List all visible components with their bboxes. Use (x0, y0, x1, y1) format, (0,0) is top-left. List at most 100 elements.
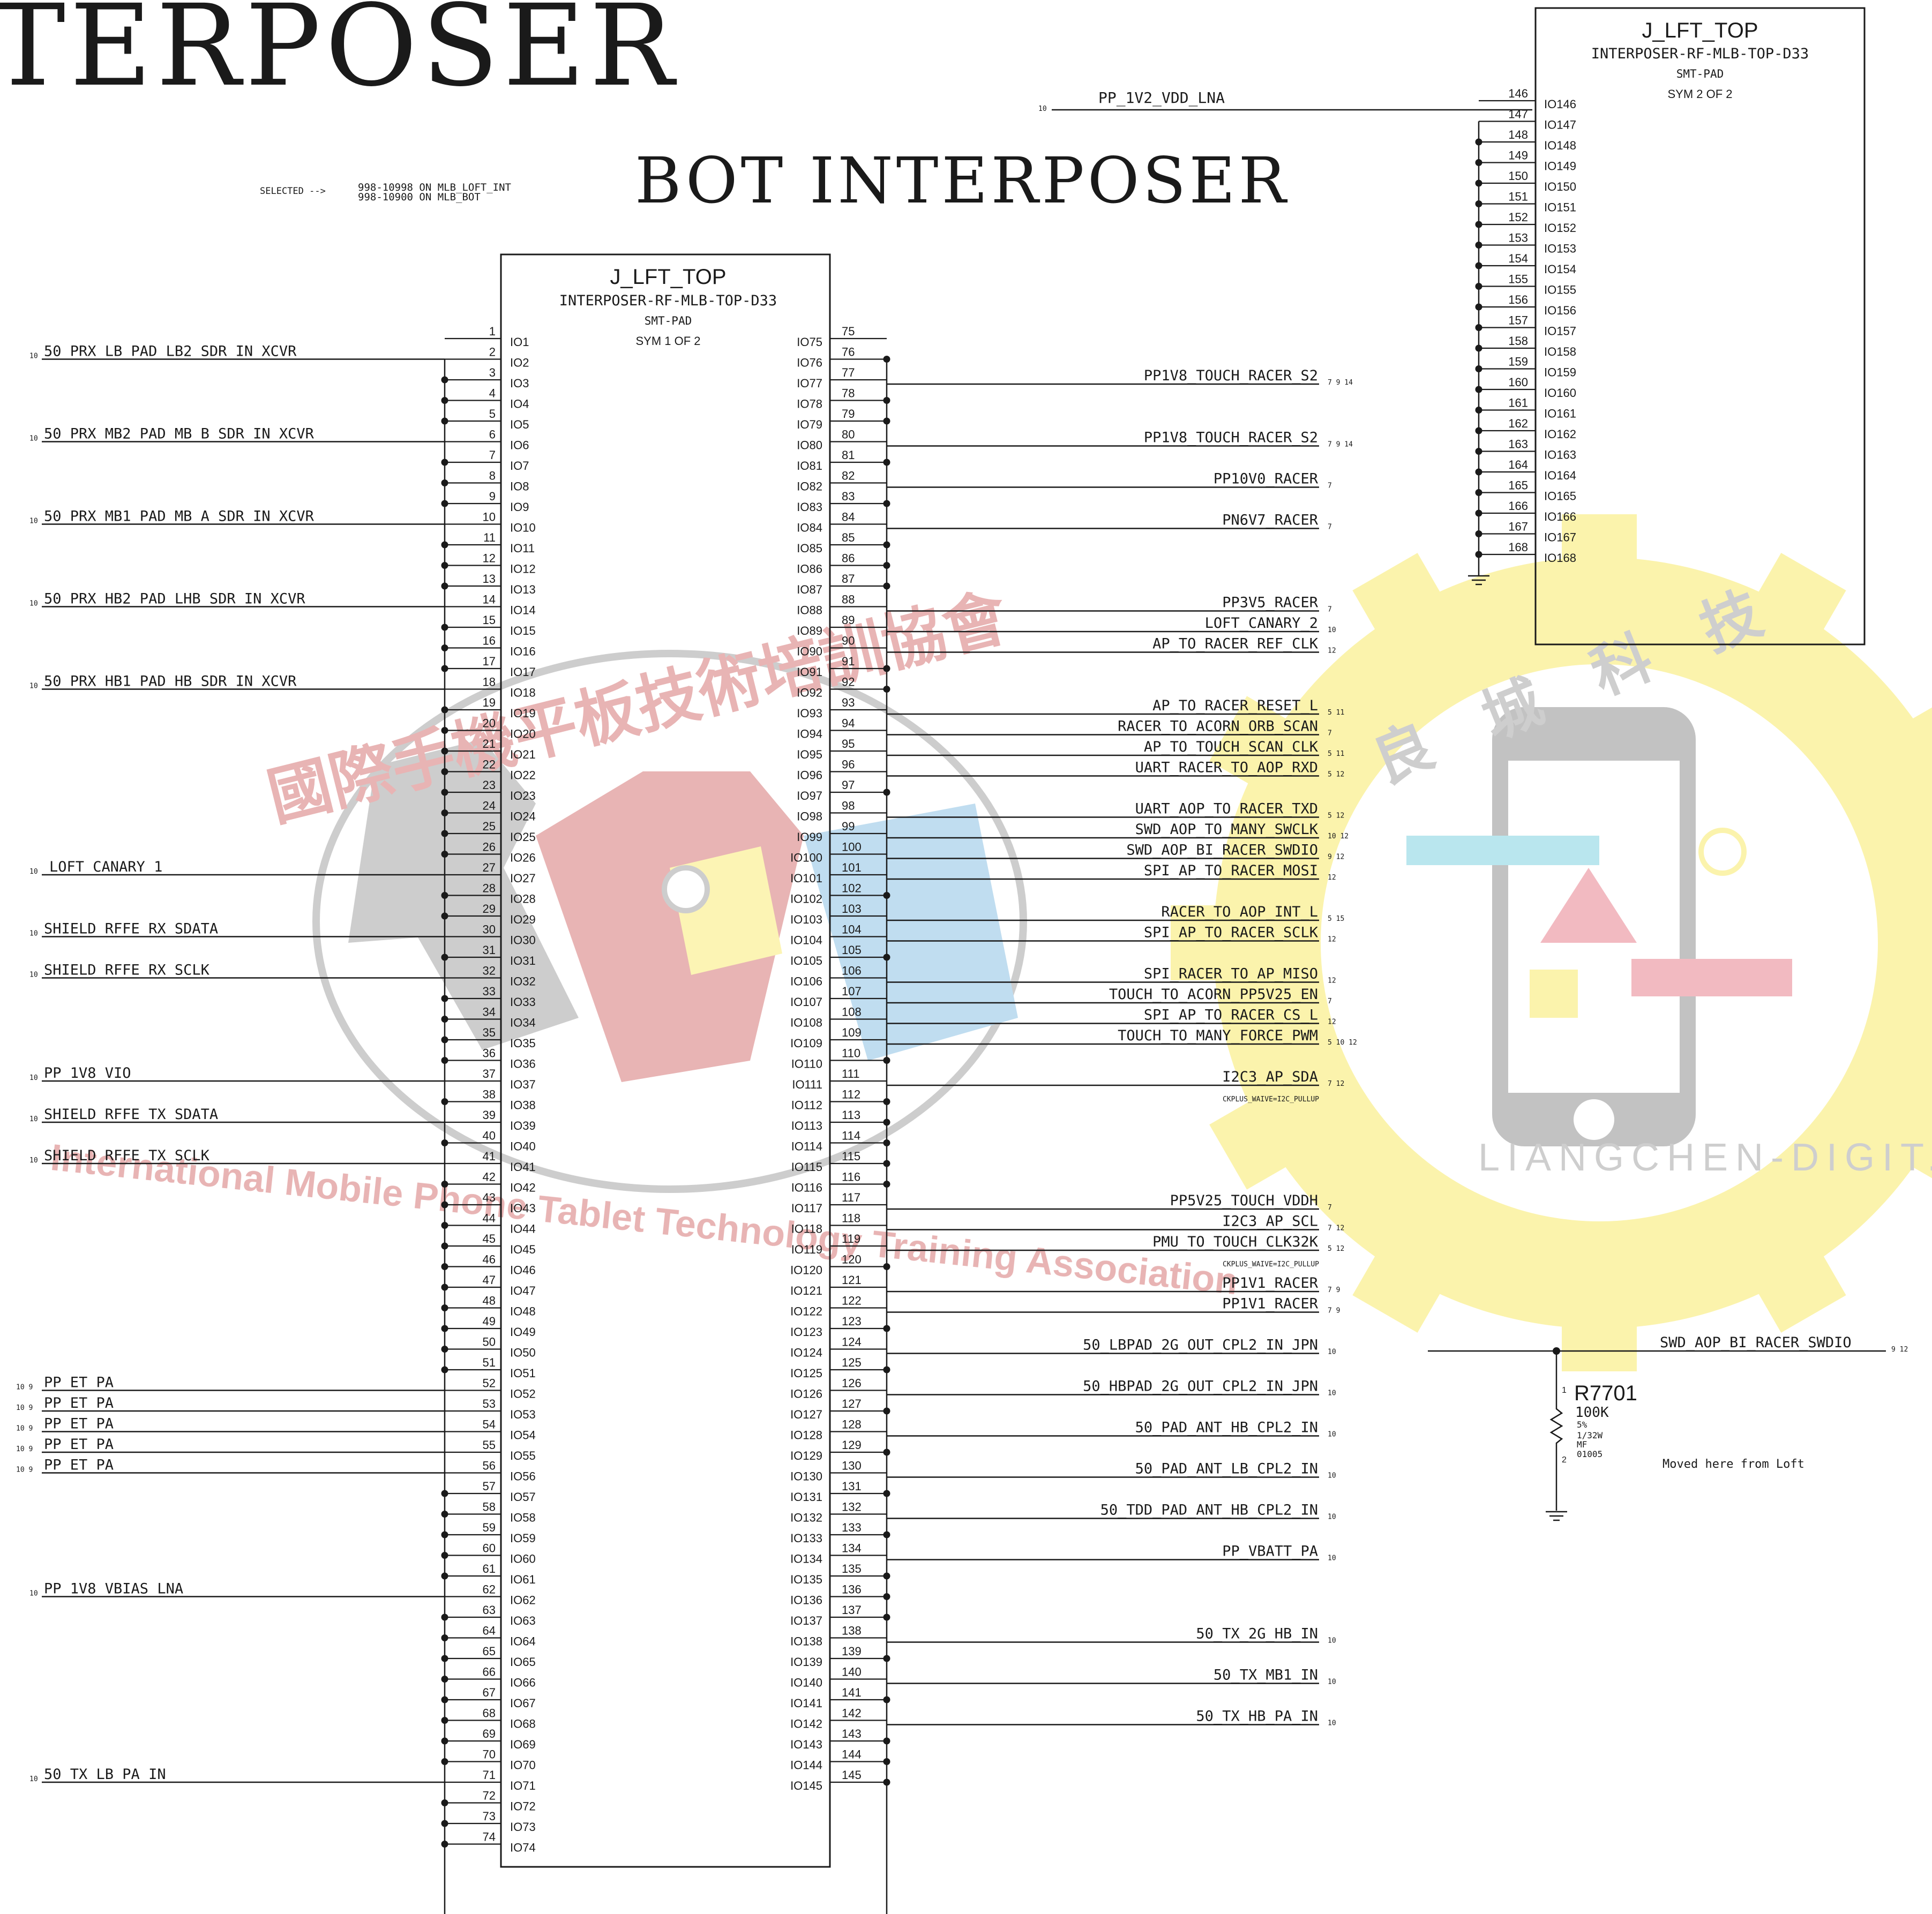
net-label-left-41[interactable]: SHIELD_RFFE_TX_SCLK (44, 1147, 210, 1164)
net-label-right-103[interactable]: RACER_TO_AOP_INT_L (1161, 904, 1318, 920)
net-label-left-32[interactable]: SHIELD_RFFE_RX_SCLK (44, 962, 210, 979)
pin-name-io84: IO84 (797, 521, 822, 535)
net-label-right-140[interactable]: 50_TX_MB1_IN (1214, 1667, 1318, 1684)
net-label-right-82[interactable]: PP10V0_RACER (1214, 471, 1319, 487)
pin-name-io64: IO64 (510, 1635, 536, 1648)
net-label-right-94[interactable]: RACER_TO_ACORN_ORB_SCAN (1118, 718, 1318, 735)
net-label-right-106[interactable]: SPI_RACER_TO_AP_MISO (1144, 966, 1318, 982)
gnd-dot-144 (883, 1758, 890, 1765)
net-label-right-118[interactable]: I2C3_AP_SCL (1222, 1213, 1318, 1230)
net-label-left-37[interactable]: PP_1V8_VIO (44, 1065, 131, 1082)
net-label-right-128[interactable]: 50_PAD_ANT_HB_CPL2_IN (1135, 1420, 1318, 1436)
net-label-right-124[interactable]: 50_LBPAD_2G_OUT_CPL2_IN_JPN (1083, 1337, 1318, 1354)
connector-symbol-2[interactable]: J_LFT_TOP INTERPOSER-RF-MLB-TOP-D33 SMT-… (1038, 7, 1866, 645)
net-label-right-104[interactable]: SPI_AP_TO_RACER_SCLK (1144, 925, 1319, 941)
net-label-right-88[interactable]: PP3V5_RACER (1222, 595, 1319, 611)
net-label-left-18[interactable]: 50_PRX_HB1_PAD_HB_SDR_IN_XCVR (44, 673, 297, 690)
net-label-right-130[interactable]: 50_PAD_ANT_LB_CPL2_IN (1135, 1461, 1318, 1477)
pin-name-io82: IO82 (797, 480, 822, 493)
net-label-pp-1v2-vdd-lna[interactable]: PP_1V2_VDD_LNA (1098, 89, 1225, 107)
net-label-right-138[interactable]: 50_TX_2G_HB_IN (1196, 1626, 1318, 1642)
symbol-1-pins[interactable]: 1IO12IO23IO34IO45IO56IO67IO78IO89IO910IO… (441, 325, 890, 1914)
net-ref-left-62: 10 (29, 1590, 38, 1598)
net-label-right-99[interactable]: SWD_AOP_TO_MANY_SWCLK (1135, 821, 1319, 838)
net-label-right-93[interactable]: AP_TO_RACER_RESET_L (1152, 697, 1318, 714)
net-ref-right-128: 10 (1328, 1431, 1336, 1439)
connector-symbol-1[interactable]: J_LFT_TOP INTERPOSER-RF-MLB-TOP-D33 SMT-… (16, 253, 1357, 1914)
net-label-right-111[interactable]: I2C3_AP_SDA (1222, 1069, 1318, 1085)
net-label-right-117[interactable]: PP5V25_TOUCH_VDDH (1170, 1192, 1318, 1209)
net-label-right-142[interactable]: 50_TX_HB_PA_IN (1196, 1708, 1318, 1725)
gnd-dot-28 (441, 892, 448, 899)
gnd-dot-20 (441, 727, 448, 734)
resistor-value: 100K (1575, 1405, 1609, 1421)
net-label-left-27[interactable]: LOFT_CANARY_1 (49, 859, 162, 875)
pin-name-io147: IO147 (1544, 118, 1576, 132)
net-label-left-30[interactable]: SHIELD_RFFE_RX_SDATA (44, 921, 218, 937)
net-label-left-2[interactable]: 50_PRX_LB_PAD_LB2_SDR_IN_XCVR (44, 343, 297, 360)
pin-number-83: 83 (842, 490, 855, 503)
pin-number-58: 58 (483, 1500, 496, 1514)
net-label-left-71[interactable]: 50_TX_LB_PA_IN (44, 1766, 166, 1783)
pin-number-106: 106 (842, 964, 862, 978)
pin-name-io102: IO102 (790, 892, 822, 906)
pin-name-io47: IO47 (510, 1284, 536, 1297)
net-label-right-95[interactable]: AP_TO_TOUCH_SCAN_CLK (1144, 739, 1319, 755)
pin-number-139: 139 (842, 1645, 862, 1658)
pin-name-io99: IO99 (797, 830, 822, 844)
net-label-left-53[interactable]: PP_ET_PA (44, 1395, 114, 1412)
net-label-left-6[interactable]: 50_PRX_MB2_PAD_MB_B_SDR_IN_XCVR (44, 426, 314, 442)
gnd-dot-69 (441, 1737, 448, 1745)
net-label-right-90[interactable]: AP_TO_RACER_REF_CLK (1152, 636, 1319, 652)
resistor-r7701[interactable]: SWD_AOP_BI_RACER_SWDIO 9 12 1 2 R7701 10… (1428, 1334, 1908, 1521)
gnd-dot-63 (441, 1613, 448, 1621)
symbol-2-body[interactable] (1534, 7, 1866, 645)
net-label-right-98[interactable]: UART_AOP_TO_RACER_TXD (1135, 801, 1318, 817)
pin-number-145: 145 (842, 1768, 862, 1782)
net-label-right-101[interactable]: SPI_AP_TO_RACER_MOSI (1144, 862, 1318, 879)
net-label-left-62[interactable]: PP_1V8_VBIAS_LNA (44, 1581, 183, 1597)
pin-number-126: 126 (842, 1377, 862, 1390)
net-ref-right-104: 12 (1328, 936, 1336, 944)
gnd-dot-8 (441, 479, 448, 486)
pin-name-io103: IO103 (790, 913, 822, 926)
net-label-left-52[interactable]: PP_ET_PA (44, 1375, 114, 1391)
pin-name-io56: IO56 (510, 1470, 536, 1483)
net-label-right-107[interactable]: TOUCH_TO_ACORN_PP5V25_EN (1109, 986, 1318, 1003)
net-label-left-54[interactable]: PP_ET_PA (44, 1416, 114, 1432)
net-label-right-109[interactable]: TOUCH_TO_MANY_FORCE_PWM (1118, 1027, 1318, 1044)
net-label-right-80[interactable]: PP1V8_TOUCH_RACER_S2 (1144, 430, 1318, 446)
pin-number-11: 11 (483, 531, 496, 544)
net-label-right-89[interactable]: LOFT_CANARY_2 (1205, 615, 1318, 632)
net-label-right-126[interactable]: 50_HBPAD_2G_OUT_CPL2_IN_JPN (1083, 1378, 1318, 1395)
resistor-body[interactable] (1549, 1351, 1563, 1511)
symbol-2-pins[interactable]: 146IO146147IO147148IO148149IO149150IO150… (1475, 87, 1576, 565)
liangchen-watermark: 良城科技 LIANGCHEN-DIGIT.COM (1171, 514, 1932, 1371)
net-label-right-121[interactable]: PP1V1_RACER (1222, 1275, 1319, 1292)
pin-number-96: 96 (842, 758, 855, 771)
net-label-right-84[interactable]: PN6V7_RACER (1222, 512, 1319, 529)
pin-number-7: 7 (489, 448, 496, 462)
net-label-left-39[interactable]: SHIELD_RFFE_TX_SDATA (44, 1106, 218, 1123)
gnd-dot-58 (441, 1511, 448, 1518)
net-label-left-56[interactable]: PP_ET_PA (44, 1457, 114, 1474)
net-label-right-134[interactable]: PP_VBATT_PA (1222, 1543, 1318, 1560)
net-label-right-132[interactable]: 50_TDD_PAD_ANT_HB_CPL2_IN (1100, 1502, 1318, 1519)
net-label-right-122[interactable]: PP1V1_RACER (1222, 1296, 1319, 1312)
net-label-swd-aop-bi-racer-swdio-r[interactable]: SWD_AOP_BI_RACER_SWDIO (1660, 1334, 1852, 1351)
pin-number-159: 159 (1508, 355, 1528, 369)
left-net-labels[interactable]: 50_PRX_LB_PAD_LB2_SDR_IN_XCVR 10 50_PRX_MB… (16, 343, 445, 1784)
gnd-dot-7 (441, 459, 448, 466)
net-label-right-119[interactable]: PMU_TO_TOUCH_CLK32K (1152, 1234, 1319, 1250)
net-label-left-14[interactable]: 50_PRX_HB2_PAD_LHB_SDR_IN_XCVR (44, 591, 305, 607)
net-label-left-55[interactable]: PP_ET_PA (44, 1436, 114, 1453)
net-label-right-96[interactable]: UART_RACER_TO_AOP_RXD (1135, 760, 1318, 776)
pin-number-92: 92 (842, 675, 855, 689)
net-label-left-10[interactable]: 50_PRX_MB1_PAD_MB_A_SDR_IN_XCVR (44, 508, 314, 525)
net-label-right-100[interactable]: SWD_AOP_BI_RACER_SWDIO (1126, 842, 1318, 859)
gnd-dot-141 (883, 1696, 890, 1703)
pin-name-io119: IO119 (791, 1243, 822, 1256)
net-label-right-77[interactable]: PP1V8_TOUCH_RACER_S2 (1144, 367, 1318, 384)
net-label-right-108[interactable]: SPI_AP_TO_RACER_CS_L (1144, 1007, 1318, 1024)
